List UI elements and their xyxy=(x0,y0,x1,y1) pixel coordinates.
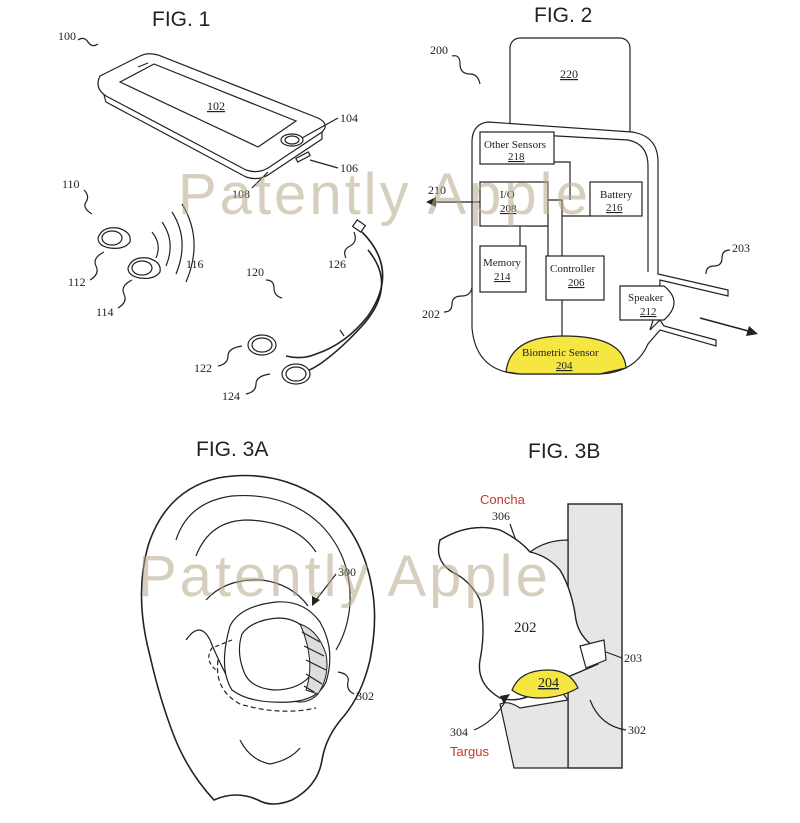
fig1-ref-108: 108 xyxy=(232,187,250,201)
svg-text:Memory: Memory xyxy=(483,257,521,269)
arrow-right-icon xyxy=(746,326,758,336)
svg-text:214: 214 xyxy=(494,271,511,283)
block-io: I/O 208 xyxy=(479,181,549,227)
fig1-ref-112: 112 xyxy=(68,275,86,289)
fig2-ref-203: 203 xyxy=(732,241,750,255)
watermark-bottom: Patently Apple xyxy=(138,544,551,609)
fig1-ref-116: 116 xyxy=(186,257,204,271)
svg-text:Battery: Battery xyxy=(600,189,633,201)
fig3b-ref-202: 202 xyxy=(514,620,537,636)
block-biometric-sensor: Biometric Sensor 204 xyxy=(505,335,627,375)
concha-annotation: Concha xyxy=(480,492,526,507)
outer-ear-illustration xyxy=(140,474,376,805)
svg-text:I/O: I/O xyxy=(500,189,515,201)
fig3a-ref-302: 302 xyxy=(356,689,374,703)
fig1-ref-114: 114 xyxy=(96,305,114,319)
arrow-icon xyxy=(312,596,320,606)
fig1-ref-106: 106 xyxy=(340,161,358,175)
svg-text:204: 204 xyxy=(556,360,573,372)
fig2-title: FIG. 2 xyxy=(534,4,592,27)
svg-text:Controller: Controller xyxy=(550,263,596,275)
arrow-icon xyxy=(500,694,510,704)
fig3b-ref-204: 204 xyxy=(538,676,559,691)
fig3b-ref-203: 203 xyxy=(624,651,642,665)
fig2-ref-200: 200 xyxy=(430,43,448,57)
fig3b-ref-304: 304 xyxy=(450,725,468,739)
svg-text:218: 218 xyxy=(508,151,525,163)
svg-text:212: 212 xyxy=(640,306,657,318)
block-other-sensors: Other Sensors 218 xyxy=(479,131,555,165)
earbud-in-ear xyxy=(208,601,331,712)
fig2-ref-210: 210 xyxy=(428,183,446,197)
fig3a-title: FIG. 3A xyxy=(196,438,268,461)
fig1-ref-110: 110 xyxy=(62,177,80,191)
svg-text:Biometric Sensor: Biometric Sensor xyxy=(522,347,599,359)
fig3b-ref-306: 306 xyxy=(492,509,510,523)
fig1-ref-120: 120 xyxy=(246,265,264,279)
block-controller: Controller 206 xyxy=(545,255,605,301)
fig1-ref-122: 122 xyxy=(194,361,212,375)
fig2-ref-202: 202 xyxy=(422,307,440,321)
sound-arrow xyxy=(699,317,753,333)
fig1-ref-102: 102 xyxy=(207,99,225,113)
wireless-earbud-right xyxy=(127,257,161,279)
wireless-earbud-left xyxy=(97,227,131,249)
biometric-sensor-highlight xyxy=(511,669,579,699)
svg-text:206: 206 xyxy=(568,277,585,289)
targus-annotation: Targus xyxy=(450,744,490,759)
block-memory: Memory 214 xyxy=(479,245,527,293)
fig2-ref-220: 220 xyxy=(560,67,578,81)
phone-illustration xyxy=(97,53,326,180)
wired-earphones xyxy=(247,219,384,385)
fig3b: FIG. 3B Concha 306 204 202 203 302 304 T… xyxy=(437,440,646,769)
fig2: FIG. 2 200 220 Other Sensors 218 I/O 208… xyxy=(422,4,758,375)
svg-text:208: 208 xyxy=(500,203,517,215)
arrow-left-icon xyxy=(426,197,436,207)
fig1-title: FIG. 1 xyxy=(152,8,210,31)
svg-text:216: 216 xyxy=(606,202,623,214)
fig1-ref-126: 126 xyxy=(328,257,346,271)
fig1-ref-124: 124 xyxy=(222,389,240,403)
fig1-ref-100: 100 xyxy=(58,29,76,43)
fig3a: FIG. 3A 300 302 xyxy=(140,438,376,805)
svg-text:Other Sensors: Other Sensors xyxy=(484,139,546,151)
fig3b-ref-302: 302 xyxy=(628,723,646,737)
watermark-top: Patently Apple xyxy=(178,162,591,227)
lead-line xyxy=(77,37,99,47)
block-speaker: Speaker 212 xyxy=(619,285,675,321)
ear-cross-section xyxy=(437,503,623,769)
fig1: FIG. 1 100 102 104 106 108 110 xyxy=(58,8,384,403)
block-battery: Battery 216 xyxy=(589,181,643,217)
fig1-ref-104: 104 xyxy=(340,111,358,125)
wireless-signal-icon xyxy=(151,203,195,283)
svg-text:Speaker: Speaker xyxy=(628,292,664,304)
fig3b-title: FIG. 3B xyxy=(528,440,600,463)
fig3a-ref-300: 300 xyxy=(338,565,356,579)
